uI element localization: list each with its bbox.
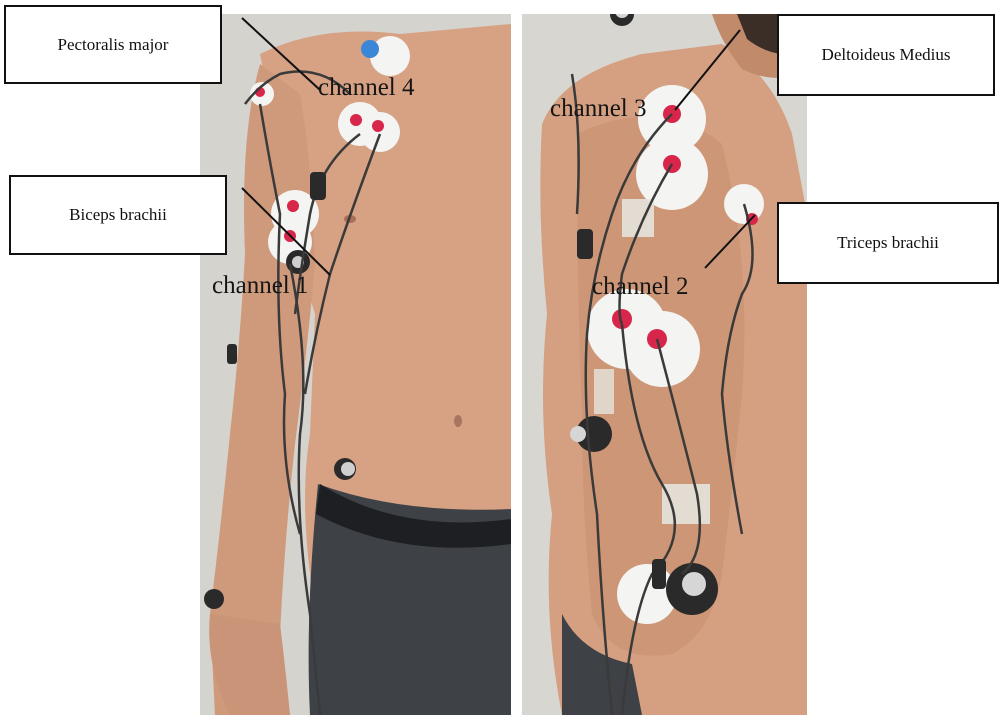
- label-pectoralis-major-text: Pectoralis major: [57, 34, 169, 54]
- label-biceps-brachii: Biceps brachii: [9, 175, 227, 255]
- label-biceps-brachii-text: Biceps brachii: [69, 205, 167, 224]
- label-triceps-brachii-text: Triceps brachii: [837, 233, 939, 252]
- leader-line-biceps: [241, 187, 331, 276]
- leader-line-deltoideus: [674, 29, 741, 111]
- label-pectoralis-major: Pectoralis major: [4, 5, 222, 84]
- channel-4-label: channel 4: [318, 74, 415, 101]
- label-deltoideus-medius-text: Deltoideus Medius: [821, 45, 951, 64]
- label-triceps-brachii: Triceps brachii: [777, 202, 999, 284]
- label-deltoideus-medius: Deltoideus Medius: [777, 14, 995, 96]
- front-view-photo: [200, 14, 511, 715]
- leader-line-triceps: [704, 214, 756, 269]
- side-view-photo: [522, 14, 807, 715]
- channel-1-label: channel 1: [212, 272, 309, 299]
- front-view-illustration: [200, 14, 511, 715]
- side-view-illustration: [522, 14, 807, 715]
- leader-line-pectoralis: [241, 17, 321, 91]
- channel-3-label: channel 3: [550, 95, 647, 122]
- channel-2-label: channel 2: [592, 273, 689, 300]
